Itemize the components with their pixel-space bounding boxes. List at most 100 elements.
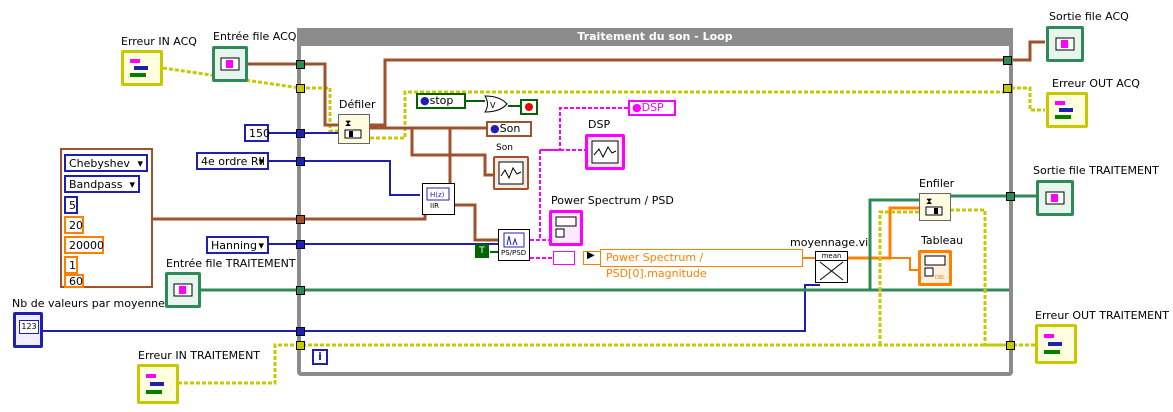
svg-text:⧗: ⧗ [926, 197, 932, 207]
sortie-file-acq-label: Sortie file ACQ [1049, 10, 1129, 23]
error-cluster-icon [130, 59, 148, 77]
erreur-in-acq-terminal[interactable] [121, 50, 163, 86]
entree-file-traitement-terminal[interactable] [165, 272, 201, 308]
entree-file-traitement-label: Entrée file TRAITEMENT [166, 257, 296, 270]
psd-node[interactable]: PS/PSD [498, 229, 530, 261]
tunnel-error-traitement-out [1006, 341, 1015, 350]
tunnel-nb-valeurs [296, 327, 305, 336]
moyennage-subvi[interactable]: mean [815, 251, 848, 283]
tunnel-error-acq-in [296, 84, 305, 93]
enqueue-icon: ⧗ [925, 197, 943, 216]
defiler-label: Défiler [339, 98, 376, 111]
queue-icon [173, 283, 193, 297]
spectrum-icon [503, 232, 525, 248]
window-ring[interactable]: Hanning▾ [206, 236, 269, 254]
erreur-in-traitement-terminal[interactable] [137, 364, 179, 404]
sortie-file-acq-terminal[interactable] [1046, 26, 1084, 62]
filter-order-ring[interactable]: 4e ordre RII▾ [196, 152, 269, 170]
erreur-out-traitement-label: Erreur OUT TRAITEMENT [1035, 309, 1169, 322]
son-label: Son [496, 143, 513, 153]
filter-type-ring[interactable]: Chebyshev ▾ [64, 154, 148, 172]
erreur-out-acq-label: Erreur OUT ACQ [1052, 77, 1140, 90]
cluster-value-2[interactable]: 20000 [64, 236, 104, 254]
array-indicator-icon: DBL [924, 255, 946, 281]
stop-icon [525, 103, 533, 111]
dsp-label: DSP [588, 118, 611, 131]
numeric-icon: 123 [19, 320, 39, 334]
cluster-value-4[interactable]: 60 [64, 274, 84, 288]
tableau-terminal[interactable]: DBL [918, 250, 952, 286]
cluster-value-0[interactable]: 5 [64, 196, 78, 214]
psd-indicator-terminal[interactable] [549, 210, 583, 246]
iteration-terminal: i [312, 349, 328, 365]
chevron-down-icon: ▾ [137, 157, 143, 170]
tableau-label: Tableau [921, 234, 964, 247]
stop-local-variable[interactable]: ●stop [416, 93, 466, 109]
entree-file-acq-terminal[interactable] [212, 46, 248, 82]
tunnel-150 [296, 129, 305, 138]
erreur-in-acq-label: Erreur IN ACQ [121, 35, 197, 48]
filtered-wire [455, 203, 500, 242]
enfiler-label: Enfiler [919, 177, 955, 190]
filter-type-value: Chebyshev [69, 157, 130, 170]
mean-text: mean [816, 252, 847, 261]
globe-icon: ● [420, 94, 430, 107]
queue-wire-acq [247, 62, 345, 127]
waveform-graph-icon [591, 140, 619, 164]
dsp-graph-terminal[interactable] [585, 134, 625, 170]
error-wire-defiler [300, 86, 345, 133]
chevron-down-icon: ▾ [258, 239, 264, 252]
psd-magnitude-unbundle[interactable]: Power Spectrum / PSD[0].magnitude [600, 249, 803, 280]
cross-icon [819, 261, 844, 281]
filter-icon: H(z) [426, 187, 450, 201]
tunnel-queue-acq-in [296, 60, 305, 69]
filter-cluster-constant[interactable]: Chebyshev ▾ Bandpass ▾ 5 20 20000 1 60 [60, 148, 153, 288]
tunnel-cluster [296, 215, 305, 224]
sortie-file-traitement-label: Sortie file TRAITEMENT [1033, 164, 1159, 177]
svg-text:DBL: DBL [935, 275, 945, 281]
stop-terminal[interactable] [520, 99, 538, 115]
chevron-down-icon: ▾ [129, 178, 135, 191]
window-value: Hanning [211, 239, 257, 252]
son-local-variable[interactable]: ●Son [486, 121, 532, 137]
waveform-graph-icon [498, 161, 524, 185]
queue-wire-acq-loop [370, 58, 1005, 127]
globe-icon: ● [632, 101, 642, 114]
tunnel-queue-acq-out [1003, 56, 1012, 65]
moyennage-label: moyennage.vi [790, 236, 869, 249]
band-ring[interactable]: Bandpass ▾ [64, 175, 140, 193]
band-value: Bandpass [69, 178, 123, 191]
error-cluster-icon [1044, 334, 1062, 354]
error-wire-acq-loop [370, 90, 1005, 140]
entree-file-acq-label: Entrée file ACQ [213, 30, 297, 43]
iir-filter-node[interactable]: H(z) IIR [422, 183, 455, 215]
const-150[interactable]: 150 [244, 124, 270, 142]
psd-text: PS/PSD [501, 249, 527, 257]
sortie-file-traitement-terminal[interactable] [1036, 180, 1074, 216]
iir-text: IIR [430, 202, 439, 210]
svg-text:V: V [490, 101, 496, 110]
queue-icon [1055, 37, 1075, 51]
erreur-out-traitement-terminal[interactable] [1035, 324, 1077, 364]
cluster-value-1[interactable]: 20 [64, 216, 84, 234]
son-graph-terminal[interactable] [493, 156, 529, 190]
bool-constant-true[interactable]: T [475, 244, 489, 258]
son-local-text: Son [499, 122, 521, 135]
cluster-value-3[interactable]: 1 [64, 256, 78, 274]
dsp-local-variable[interactable]: ●DSP [628, 100, 676, 116]
tunnel-queue-traitement-out [1006, 192, 1015, 201]
erreur-out-acq-terminal[interactable] [1046, 92, 1088, 128]
error-wire-acq-out [1005, 86, 1045, 112]
error-cluster-icon [146, 374, 164, 394]
defiler-node[interactable]: ⧗ [338, 114, 370, 144]
dsp-local-text: DSP [641, 101, 664, 114]
enfiler-node[interactable]: ⧗ [919, 193, 951, 221]
tunnel-window [296, 240, 305, 249]
error-cluster-icon [1055, 101, 1073, 119]
queue-wire-acq-out [1005, 40, 1045, 62]
dequeue-icon: ⧗ [344, 119, 362, 139]
queue-icon [1045, 191, 1065, 205]
nb-valeurs-terminal[interactable]: 123 [13, 312, 43, 348]
tunnel-queue-traitement-in [296, 286, 305, 295]
